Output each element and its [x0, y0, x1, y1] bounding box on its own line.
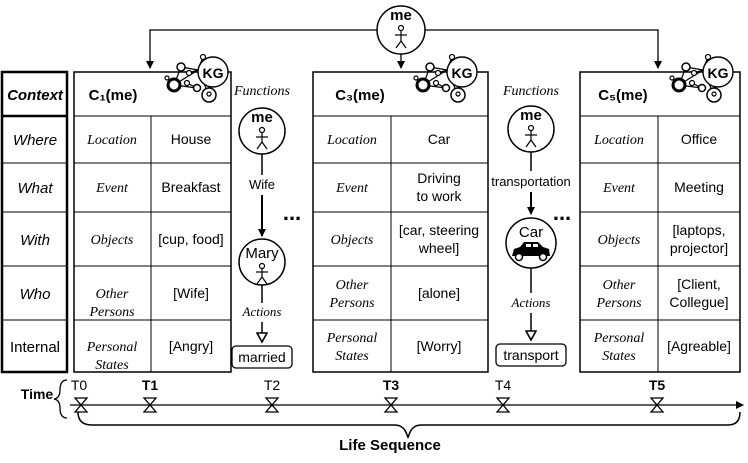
attr-objects: Objects: [598, 233, 641, 248]
value-other-persons: [Client,Collegue]: [669, 276, 728, 310]
value-other-persons: [Wife]: [173, 285, 209, 301]
value-objects: [cup, food]: [158, 231, 223, 247]
functions-title: Functions: [233, 84, 291, 99]
timeline-tick-label: T2: [264, 377, 281, 393]
timeline-tick: T1: [142, 377, 159, 413]
row-header-who: Who: [20, 286, 51, 303]
value-personal-states: [Angry]: [169, 338, 213, 354]
attr-location: Location: [86, 133, 137, 148]
result-box: [231, 345, 293, 369]
value-location: Office: [681, 131, 718, 147]
kg-label: KG: [203, 65, 224, 81]
context-title-c5: C₅(me): [598, 87, 647, 104]
attr-location: Location: [326, 133, 377, 148]
life-sequence-label: Life Sequence: [339, 437, 441, 454]
stick-figure-icon: [525, 124, 537, 148]
attr-event: Event: [602, 181, 636, 196]
kg-icon-c1: KG: [164, 53, 229, 103]
timeline-tick-label: T3: [383, 377, 400, 393]
value-event: Meeting: [674, 179, 724, 195]
kg-label: KG: [452, 65, 473, 81]
row-header-internal: Internal: [10, 339, 60, 356]
attr-objects: Objects: [91, 233, 134, 248]
timeline-tick-label: T4: [495, 377, 512, 393]
context-title-c3: C₃(me): [335, 87, 384, 104]
attr-event: Event: [335, 181, 369, 196]
timeline-ticks: T0 T1 T2 T3 T4 T5: [71, 377, 666, 413]
attr-objects: Objects: [331, 233, 374, 248]
value-personal-states: [Worry]: [417, 338, 462, 354]
timeline-tick-label: T1: [142, 377, 159, 393]
value-objects: [laptops,projector]: [670, 222, 728, 256]
function-chain-2: Functions me transportation Car Actions …: [491, 84, 571, 367]
context-title-c1: C₁(me): [89, 87, 138, 104]
ellipsis-1: ...: [283, 200, 301, 225]
relation-label: transportation: [491, 174, 571, 189]
timeline-tick-label: T5: [649, 377, 666, 393]
life-sequence-brace: [77, 411, 741, 439]
attr-event: Event: [95, 181, 129, 196]
row-header-column: Context Where What With Who Internal: [0, 70, 69, 374]
value-event: Breakfast: [161, 179, 220, 195]
ellipsis-2: ...: [553, 200, 571, 225]
attr-location: Location: [593, 133, 644, 148]
result-label: married: [238, 349, 285, 365]
value-personal-states: [Agreable]: [667, 338, 731, 354]
car-icon: [512, 242, 550, 262]
row-header-context: Context: [7, 87, 64, 104]
kg-label: KG: [708, 65, 729, 81]
function-chain-1: Functions me Wife Mary Actions married: [231, 84, 293, 369]
relation-label: Wife: [249, 177, 275, 192]
value-location: House: [171, 131, 212, 147]
me-node-label: me: [251, 109, 273, 126]
top-me-node: me: [376, 5, 426, 55]
value-other-persons: [alone]: [418, 285, 460, 301]
actions-label: Actions: [511, 295, 551, 310]
time-brace: [53, 379, 68, 419]
me-node-label: me: [520, 107, 542, 124]
context-table-c1: C₁(me) Location House Event Breakfast Ob…: [73, 71, 232, 373]
top-me-label: me: [390, 7, 412, 24]
timeline-tick: T5: [649, 377, 666, 413]
row-header-where: Where: [13, 132, 57, 149]
timeline-tick: T3: [383, 377, 400, 413]
timeline-tick: T4: [495, 377, 512, 413]
context-table-c5: C₅(me) Location Office Event Meeting Obj…: [579, 71, 741, 373]
stick-figure-icon: [256, 262, 268, 285]
kg-icon-c3: KG: [413, 53, 478, 103]
timeline-tick: T2: [264, 377, 281, 413]
timeline: Time T0 T1 T2 T3 T4 T5 Life Sequence: [21, 377, 744, 454]
timeline-tick-label: T0: [71, 377, 88, 393]
time-label: Time: [21, 386, 54, 402]
timeline-tick: T0: [71, 377, 89, 413]
row-header-with: With: [20, 232, 50, 249]
kg-icon-c5: KG: [669, 53, 734, 103]
mary-node-label: Mary: [245, 245, 279, 262]
functions-title: Functions: [502, 84, 560, 99]
actions-label: Actions: [242, 304, 282, 319]
car-node-label: Car: [519, 224, 543, 241]
result-box: [495, 343, 567, 367]
top-connectors: [146, 29, 662, 69]
value-location: Car: [428, 131, 451, 147]
result-label: transport: [503, 347, 558, 363]
stick-figure-icon: [395, 24, 407, 49]
row-header-what: What: [17, 180, 53, 197]
stick-figure-icon: [256, 126, 268, 150]
